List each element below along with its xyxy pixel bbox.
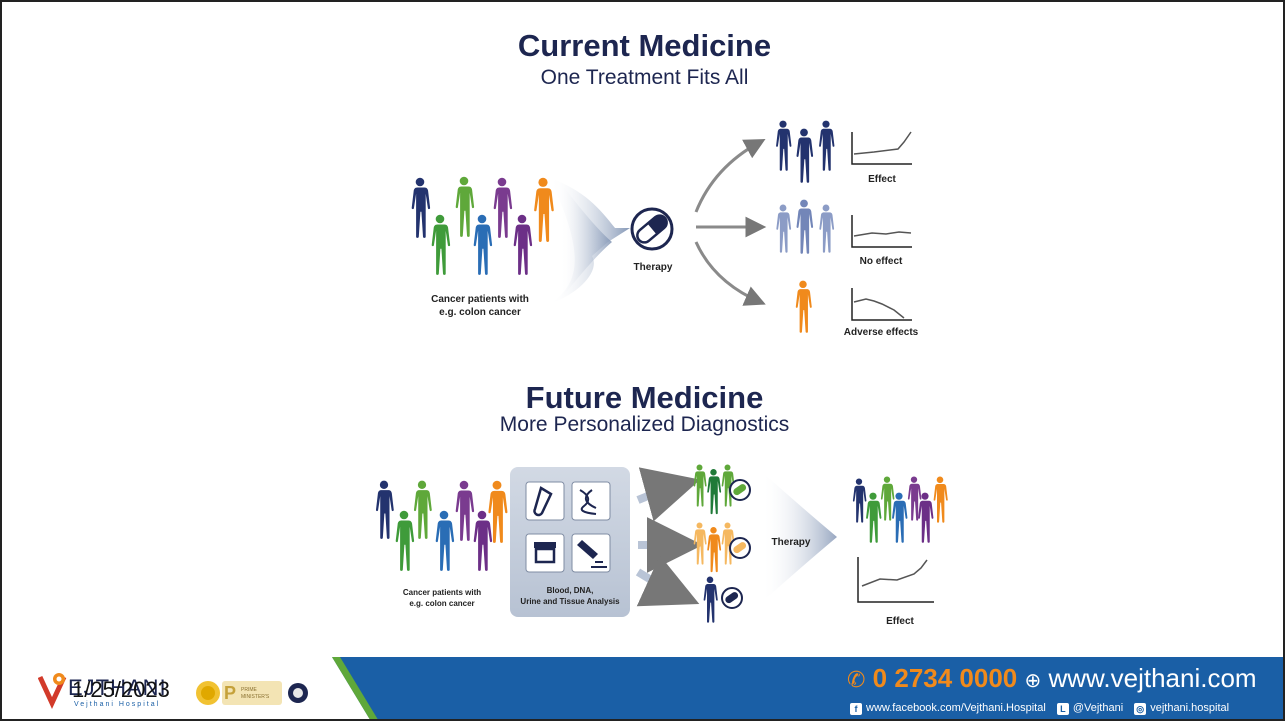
analysis-label-1: Blood, DNA,: [546, 586, 594, 595]
current-patients-label-1: Cancer patients with: [431, 294, 529, 305]
medicine-diagram: [375, 120, 948, 623]
future-result-people: [852, 476, 948, 543]
svg-text:MINISTER'S: MINISTER'S: [241, 694, 270, 700]
line-icon: L: [1056, 703, 1069, 715]
phone-icon: ✆: [847, 667, 866, 692]
current-medicine-subtitle: One Treatment Fits All: [540, 66, 749, 89]
prime-minister-award-icon: [222, 681, 282, 705]
footer-bar: P PRIME MINISTER'S EJTHANI Vejthani Hosp…: [2, 657, 1283, 719]
no-effect-chart-icon: [851, 215, 912, 248]
future-effect-label: Effect: [886, 616, 914, 627]
slide-date: 1/25/2023: [72, 677, 170, 702]
facebook-icon: f: [850, 703, 862, 715]
adverse-chart-icon: [851, 288, 912, 321]
outcome-adverse-label: Adverse effects: [843, 327, 919, 338]
future-patients-group: [375, 480, 508, 571]
outcome-effect-label: Effect: [868, 174, 896, 185]
contact-line: ✆ 0 2734 0000 ⊕ www.vejthani.com: [847, 663, 1257, 694]
adverse-people: [795, 280, 812, 333]
svg-text:P: P: [224, 683, 236, 703]
globe-icon: ⊕: [1024, 670, 1042, 692]
no-effect-people: [776, 199, 835, 254]
instagram-link[interactable]: vejthani.hospital: [1150, 702, 1230, 714]
future-medicine-subtitle: More Personalized Diagnostics: [499, 413, 790, 436]
effect-people: [776, 120, 835, 183]
website-link[interactable]: www.vejthani.com: [1048, 663, 1257, 693]
analysis-label-2: Urine and Tissue Analysis: [520, 597, 620, 606]
dna-icon: [571, 481, 611, 521]
social-line: f www.facebook.com/Vejthani.Hospital L@Ve…: [850, 702, 1229, 715]
effect-chart-icon: [851, 131, 912, 165]
future-therapy-label: Therapy: [771, 537, 811, 548]
arrow-effect: [694, 138, 766, 213]
future-patients-label-2: e.g. colon cancer: [409, 599, 475, 608]
green-subgroup: [693, 464, 751, 515]
phone-number[interactable]: 0 2734 0000: [872, 663, 1018, 693]
arrow-adverse: [694, 241, 766, 306]
logo-text: EJTHANI: [68, 675, 167, 700]
navy-subgroup: [703, 576, 743, 623]
future-patients-label-1: Cancer patients with: [402, 588, 482, 597]
arrow-group-1: [636, 467, 701, 522]
instagram-icon: ◎: [1134, 703, 1147, 715]
facebook-link[interactable]: www.facebook.com/Vejthani.Hospital: [866, 702, 1046, 714]
logo-subtext: Vejthani Hospital: [74, 701, 161, 708]
future-therapy-funnel: [762, 472, 837, 602]
pill-icon: [630, 207, 674, 251]
current-patients-group: [411, 176, 554, 275]
svg-text:PRIME: PRIME: [241, 687, 258, 693]
vejthani-logo: P PRIME MINISTER'S EJTHANI Vejthani Hosp…: [38, 671, 338, 711]
dropper-icon: [571, 533, 611, 573]
orange-subgroup: [693, 522, 751, 573]
current-therapy-label: Therapy: [633, 262, 673, 273]
future-medicine-title: Future Medicine: [525, 380, 764, 415]
current-medicine-title: Current Medicine: [517, 28, 772, 63]
test-tube-icon: [525, 481, 565, 521]
outcome-no-effect-label: No effect: [859, 256, 903, 267]
current-patients-label-2: e.g. colon cancer: [439, 307, 521, 318]
urine-cup-icon: [525, 533, 565, 573]
arrow-group-3: [635, 555, 700, 607]
future-effect-chart-icon: [857, 557, 934, 603]
line-link[interactable]: @Vejthani: [1072, 702, 1124, 714]
